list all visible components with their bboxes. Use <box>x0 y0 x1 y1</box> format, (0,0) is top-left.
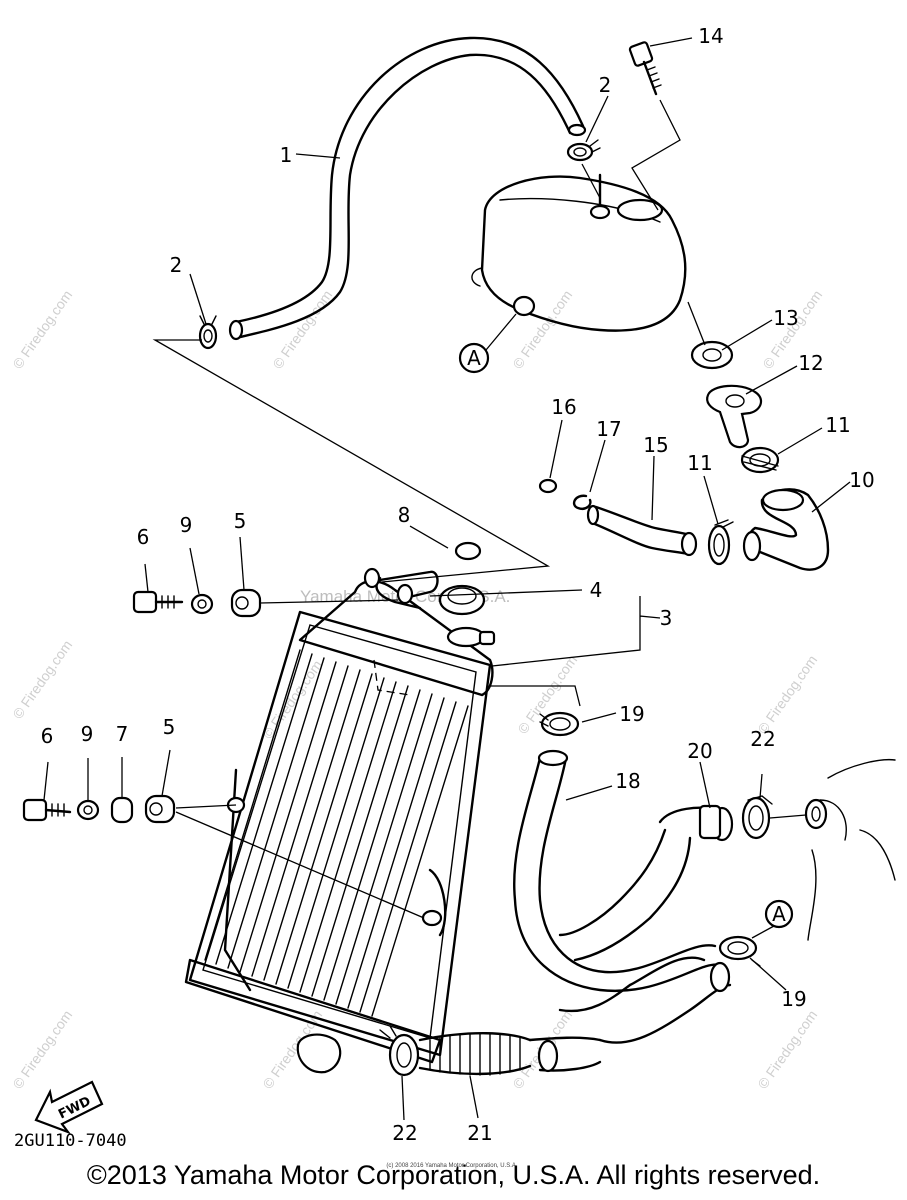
leader-line <box>152 339 551 583</box>
reference-circle-a-top: A <box>458 313 517 374</box>
callout-19: 19 <box>619 702 644 726</box>
part-8-radiator-cap <box>438 541 486 616</box>
leader-line <box>259 599 399 604</box>
leader-line <box>490 685 581 707</box>
callout-9: 9 <box>81 722 94 746</box>
part-19-clamp-lower <box>718 935 761 967</box>
reference-label: A <box>467 346 481 370</box>
callout-2: 2 <box>599 73 612 97</box>
callout-18: 18 <box>615 769 640 793</box>
part-7-collar <box>110 796 134 824</box>
watermark-text: © Firedog.com <box>754 1007 820 1092</box>
leader-line <box>687 301 706 346</box>
part-12-elbow-fitting <box>706 384 763 449</box>
callout-16: 16 <box>551 395 576 419</box>
callout-20: 20 <box>687 739 712 763</box>
part-4-bracket <box>378 570 439 605</box>
reference-label: A <box>772 902 786 926</box>
part-19-clamp-upper <box>539 711 580 737</box>
callout-22: 22 <box>392 1121 417 1145</box>
part-20-hose <box>558 804 734 962</box>
callout-6: 6 <box>41 724 54 748</box>
callout-1: 1 <box>280 143 293 167</box>
fwd-arrow-icon: FWD <box>34 1080 104 1135</box>
callout-14: 14 <box>698 24 723 48</box>
copyright-line: ©2013 Yamaha Motor Corporation, U.S.A. A… <box>86 1160 821 1190</box>
callout-4: 4 <box>590 578 603 602</box>
part-18-radiator-hose <box>513 749 732 1073</box>
watermark-text: © Firedog.com <box>754 652 820 737</box>
part-14-bolt <box>628 41 662 96</box>
callout-2: 2 <box>170 253 183 277</box>
coolant-reservoir-tank <box>471 173 687 332</box>
callout-17: 17 <box>596 417 621 441</box>
callout-13: 13 <box>773 306 798 330</box>
callout-5: 5 <box>163 715 176 739</box>
part-6-bolt-lower <box>22 798 72 822</box>
callout-3: 3 <box>660 606 673 630</box>
small-copyright: (c) 2008 2016 Yamaha Motor Corporation, … <box>386 1163 518 1169</box>
callout-numbers: 1 2 2 14 13 12 11 10 16 17 15 11 8 4 3 6… <box>41 24 875 1145</box>
drawing-code: 2GU110-7040 <box>14 1131 127 1151</box>
part-10-elbow-hose <box>742 488 830 571</box>
callout-11: 11 <box>825 413 850 437</box>
part-6-bolt-upper <box>132 590 184 614</box>
part-1-hose <box>228 36 587 341</box>
callout-5: 5 <box>234 509 247 533</box>
watermark-text: © Firedog.com <box>9 287 75 372</box>
leader-line <box>631 99 681 211</box>
callout-11: 11 <box>687 451 712 475</box>
callout-9: 9 <box>180 513 193 537</box>
watermark-text: © Firedog.com <box>9 637 75 722</box>
part-16-o-ring <box>538 478 558 494</box>
part-21-corrugated-hose <box>418 1032 532 1076</box>
leader-line <box>581 163 601 199</box>
callout-7: 7 <box>116 722 129 746</box>
part-9-washer-lower <box>76 799 100 821</box>
callout-leaders <box>43 37 851 1121</box>
radiator-assembly <box>184 567 496 1074</box>
callout-10: 10 <box>849 468 874 492</box>
part-11-clamp-upper <box>740 446 780 474</box>
callout-22: 22 <box>750 727 775 751</box>
part-11-clamp-lower <box>707 519 734 566</box>
callout-21: 21 <box>467 1121 492 1145</box>
radiator-core-fins <box>204 649 469 1017</box>
part-22-clamp-upper <box>741 795 773 840</box>
part-2-clamp-lower <box>198 315 218 350</box>
callout-12: 12 <box>798 351 823 375</box>
part-5-grommet-upper <box>230 588 262 618</box>
watermark-layer: © Firedog.com © Firedog.com © Firedog.co… <box>9 287 825 1092</box>
part-15-pipe <box>586 504 698 557</box>
callout-6: 6 <box>137 525 150 549</box>
leader-line <box>175 811 425 919</box>
part-22-clamp-lower <box>379 1025 420 1077</box>
part-17-circlip <box>572 494 592 510</box>
part-13-gasket <box>690 340 734 370</box>
part-5-grommet-lower <box>144 794 176 824</box>
callout-8: 8 <box>398 503 411 527</box>
part-9-washer-upper <box>190 593 214 615</box>
callout-19: 19 <box>781 987 806 1011</box>
engine-outlet-stub <box>804 758 896 941</box>
leader-line <box>769 814 807 819</box>
callout-15: 15 <box>643 433 668 457</box>
leader-line <box>175 804 237 809</box>
watermark-text: © Firedog.com <box>9 1007 75 1092</box>
part-2-clamp-upper <box>566 139 601 162</box>
reference-circle-a-bottom: A <box>751 899 794 939</box>
